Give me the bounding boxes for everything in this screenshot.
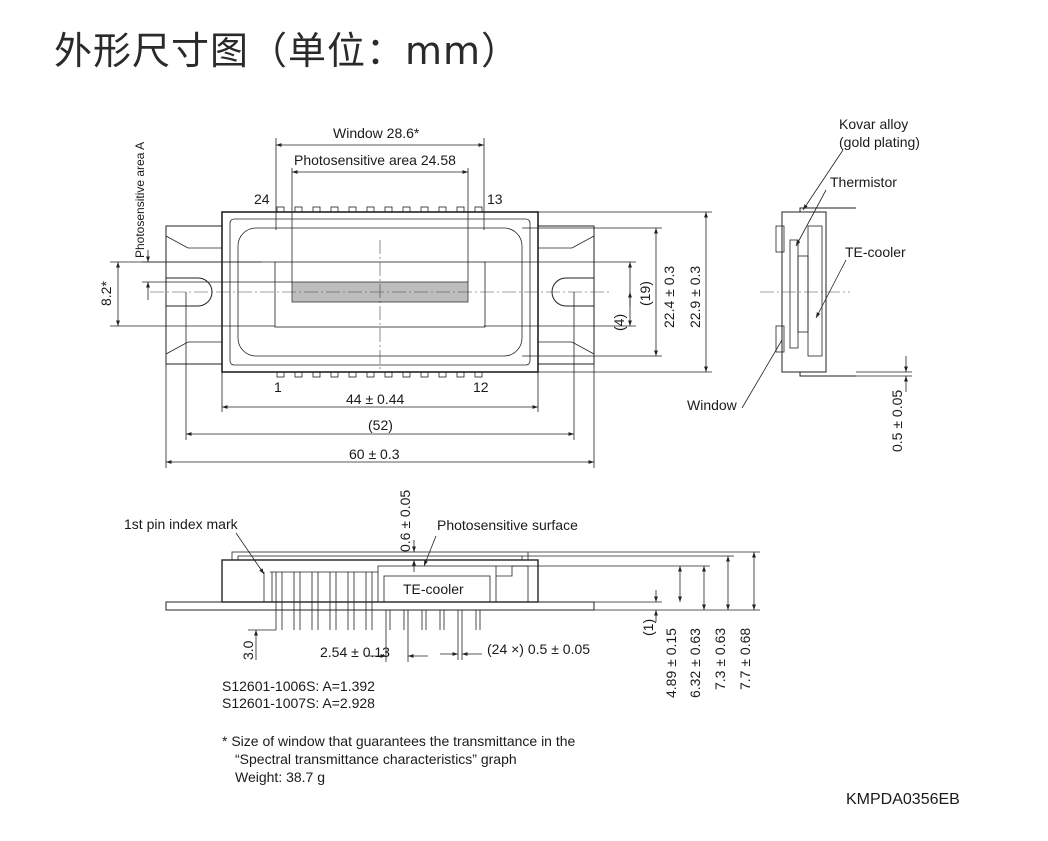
dim-4-label: (4) [611,313,627,331]
photosensitive-surface-label: Photosensitive surface [437,517,578,533]
top-view [110,138,712,468]
dim-6-32-label: 6.32 ± 0.63 [687,628,703,698]
window-side-label: Window [687,397,737,413]
dim-7-7-label: 7.7 ± 0.68 [737,627,753,690]
right-flange [538,225,595,365]
dim-22-9-label: 22.9 ± 0.3 [687,265,703,328]
dim-0-5-side-label: 0.5 ± 0.05 [889,389,905,452]
weight-label: Weight: 38.7 g [235,769,326,785]
drawing-code: KMPDA0356EB [846,791,960,808]
front-pins [263,571,481,630]
dim-4-89-label: 4.89 ± 0.15 [663,628,679,698]
pin-12-label: 12 [473,379,489,395]
window-footnote-line2: “Spectral transmittance characteristics”… [235,751,517,767]
model-1007s-note: S12601-1007S: A=2.928 [222,695,375,711]
top-pins [276,206,483,378]
kovar-alloy-label: Kovar alloy [839,116,909,132]
thermistor-label: Thermistor [830,174,897,190]
te-cooler-side-label: TE-cooler [845,244,906,260]
gold-plating-label: (gold plating) [839,134,920,150]
side-view [741,149,912,409]
dim-3-0-label: 3.0 [240,640,256,660]
dim-0-6-label: 0.6 ± 0.05 [397,489,413,552]
pin-1-label: 1 [274,379,282,395]
dim-8-2-label: 8.2* [98,281,114,306]
model-1006s-note: S12601-1006S: A=1.392 [222,678,375,694]
pin-13-label: 13 [487,191,503,207]
dim-22-4-label: 22.4 ± 0.3 [661,265,677,328]
window-width-label: Window 28.6* [333,125,420,141]
dim-19-label: (19) [637,281,653,306]
dim-pin-width-label: (24 ×) 0.5 ± 0.05 [487,641,591,657]
dim-2-54-label: 2.54 ± 0.13 [320,644,390,660]
page-title: 外形尺寸图（单位：mm） [54,29,521,73]
dim-52-label: (52) [368,417,393,433]
front-base-plate [165,601,595,611]
left-flange [165,225,222,365]
dim-60-label: 60 ± 0.3 [349,446,400,462]
dim-7-3-label: 7.3 ± 0.63 [712,627,728,690]
te-cooler-front-label: TE-cooler [403,581,464,597]
dim-44-label: 44 ± 0.44 [346,391,405,407]
dim-1-label: (1) [640,618,656,636]
photosensitive-area-a-label: Photosensitive area A [133,141,147,258]
photosensitive-area-label: Photosensitive area 24.58 [294,152,456,168]
front-view [165,532,760,662]
window-footnote-line1: * Size of window that guarantees the tra… [222,733,576,749]
pin-24-label: 24 [254,191,270,207]
side-body [781,211,827,373]
pin-index-mark-label: 1st pin index mark [124,516,238,532]
